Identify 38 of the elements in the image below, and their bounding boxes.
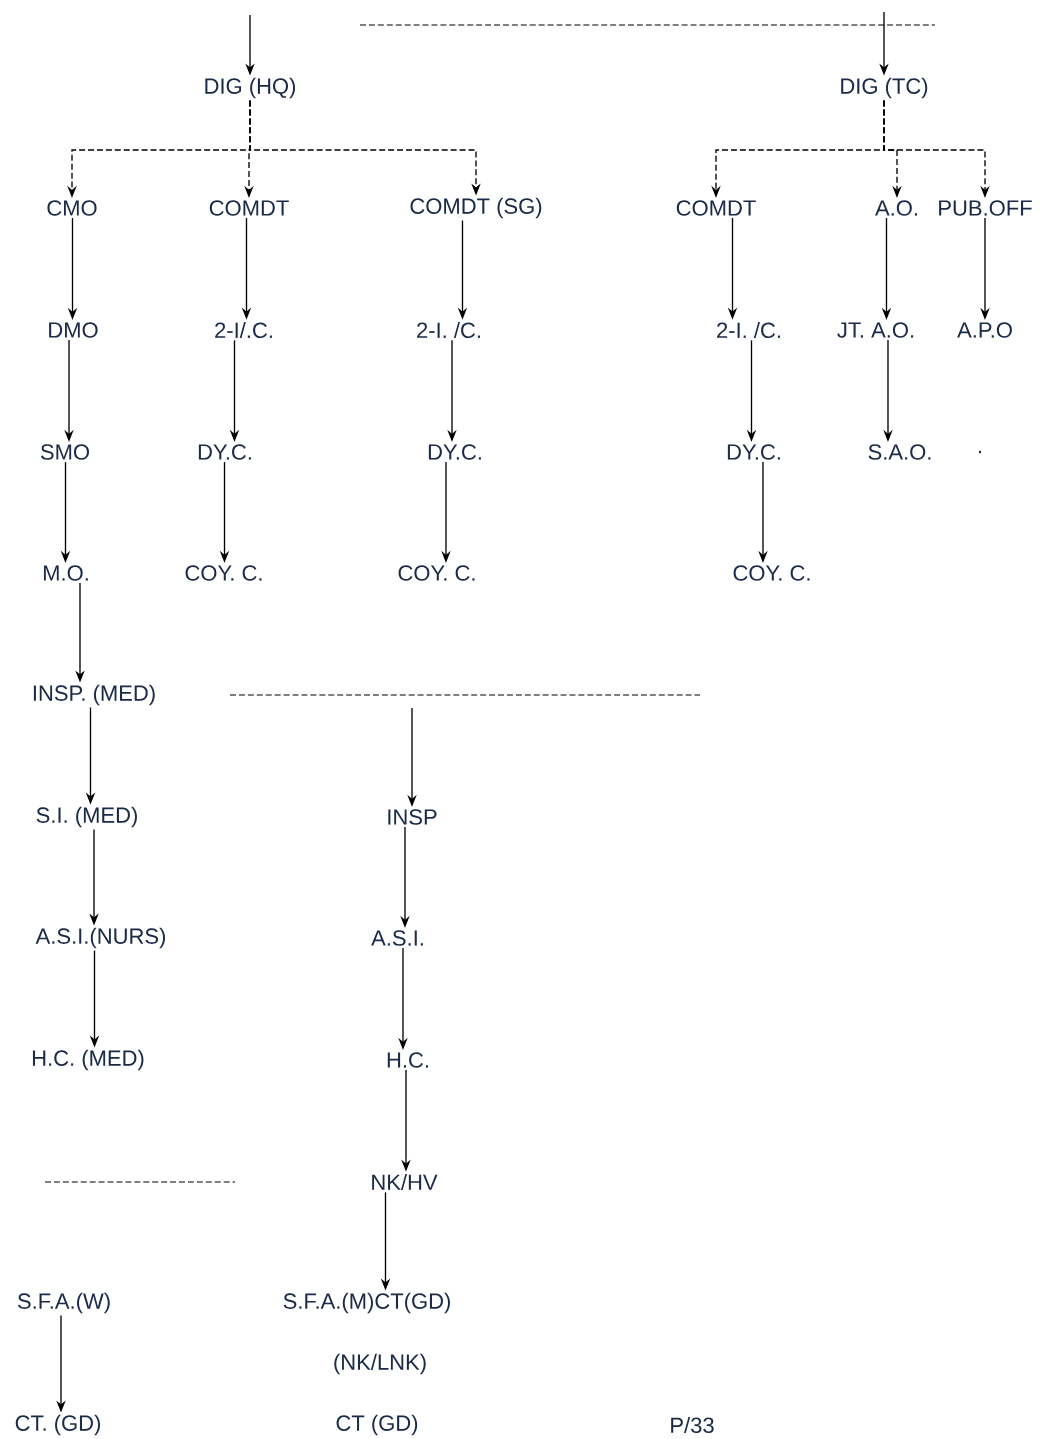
- position-label: CMO: [47, 200, 97, 216]
- position-label: NK/HV: [372, 1173, 438, 1191]
- position-label: A.P.O: [957, 322, 1012, 338]
- position-label: CT. (GD): [15, 1414, 100, 1436]
- position-label: DIG (HQ): [205, 77, 296, 99]
- position-label: S.F.A.(W): [17, 1292, 110, 1314]
- position-label: A.O.: [875, 200, 917, 216]
- position-label: DIG (TC): [841, 77, 928, 99]
- position-label: SMO: [40, 444, 89, 460]
- position-label: 2-I/.C.: [215, 321, 272, 339]
- position-label: A.S.I.(NURS): [35, 927, 166, 949]
- position-label: 2-I. /C.: [717, 321, 780, 339]
- position-label: DY.C.: [198, 444, 251, 460]
- position-label: JT. A.O.: [837, 322, 914, 338]
- position-label: DY.C.: [727, 444, 780, 460]
- position-label: COMDT (SG): [410, 197, 542, 219]
- position-label: INSP: [388, 809, 437, 825]
- position-label: DY.C.: [428, 444, 481, 460]
- position-label: A.S.I.: [371, 930, 423, 946]
- note-label: CT (GD): [336, 1414, 418, 1436]
- position-label: INSP. (MED): [33, 684, 155, 706]
- position-label: COY. C.: [185, 565, 262, 581]
- position-label: COY. C.: [398, 565, 475, 581]
- position-label: S.F.A.(M)CT(GD): [283, 1292, 450, 1314]
- note-label: .: [978, 450, 982, 454]
- position-label: 2-I. /C.: [417, 321, 480, 339]
- position-label: DMO: [49, 322, 98, 338]
- note-label: (NK/LNK): [334, 1353, 426, 1375]
- position-label: S.I. (MED): [36, 806, 137, 828]
- position-label: H.C. (MED): [32, 1049, 144, 1071]
- note-label: P/33: [671, 1416, 714, 1434]
- position-label: S.A.O.: [868, 444, 931, 460]
- position-label: COMDT: [209, 200, 289, 216]
- position-label: COMDT: [676, 200, 756, 216]
- position-label: M.O.: [43, 565, 88, 581]
- position-label: PUB.OFF: [939, 200, 1032, 216]
- position-label: H.C.: [387, 1052, 428, 1068]
- position-label: COY. C.: [733, 565, 810, 581]
